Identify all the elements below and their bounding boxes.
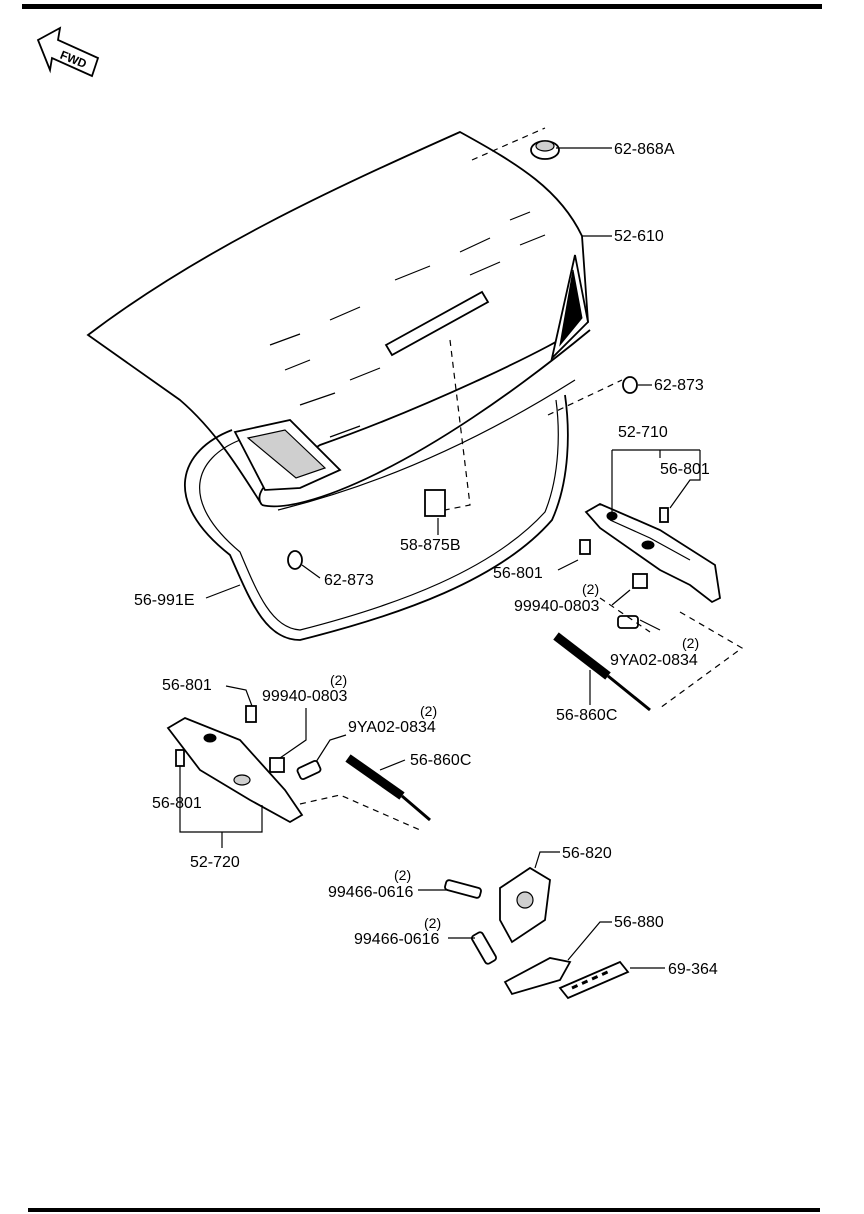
label-99466-a: 99466-0616: [328, 884, 414, 901]
qty-99940-l: (2): [330, 672, 347, 688]
latch-56-820[interactable]: [499, 866, 551, 944]
label-62-868A: 62-868A: [614, 141, 675, 158]
bolt-9YA02-r[interactable]: [617, 615, 639, 629]
label-56-880: 56-880: [614, 914, 664, 931]
label-99940-r: 99940-0803: [514, 598, 600, 615]
label-56-801-r1: 56-801: [660, 461, 710, 478]
hinge-52-720[interactable]: [166, 717, 304, 824]
bolt-56-801-l2[interactable]: [175, 749, 185, 767]
label-99466-b: 99466-0616: [354, 931, 440, 948]
weatherstrip[interactable]: [184, 394, 569, 641]
fwd-arrow-icon: FWD: [36, 26, 100, 78]
label-56-801-l2: 56-801: [152, 795, 202, 812]
label-52-610: 52-610: [614, 228, 664, 245]
label-56-801-l1: 56-801: [162, 677, 212, 694]
label-62-873-right: 62-873: [654, 377, 704, 394]
label-99940-l: 99940-0803: [262, 688, 348, 705]
qty-9YA02-r: (2): [682, 635, 699, 651]
label-58-875B: 58-875B: [400, 537, 461, 554]
label-56-801-r2: 56-801: [493, 565, 543, 582]
nut-99940-r[interactable]: [632, 573, 648, 589]
hinge-52-710[interactable]: [584, 502, 721, 604]
bolt-56-801-l1[interactable]: [245, 705, 257, 723]
strut-56-860C-r[interactable]: [553, 632, 651, 712]
label-52-720: 52-720: [190, 854, 240, 871]
bumper-62-873-right[interactable]: [622, 376, 638, 394]
label-9YA02-l: 9YA02-0834: [348, 719, 436, 736]
qty-99466-a: (2): [394, 867, 411, 883]
bolt-56-801-r1[interactable]: [659, 507, 669, 523]
label-62-873-left: 62-873: [324, 572, 374, 589]
bolt-99466-b[interactable]: [471, 931, 497, 965]
label-56-820: 56-820: [562, 845, 612, 862]
label-52-710: 52-710: [618, 424, 668, 441]
bolt-56-801-r2[interactable]: [579, 539, 591, 555]
top-border-rule: [22, 4, 822, 9]
qty-99466-b: (2): [424, 915, 441, 931]
strut-56-860C-l[interactable]: [345, 754, 431, 822]
handle-69-364[interactable]: [558, 960, 630, 1000]
lock-56-880[interactable]: [503, 957, 572, 996]
label-69-364: 69-364: [668, 961, 718, 978]
lamp-58-875B[interactable]: [424, 489, 446, 517]
bottom-border-rule: [28, 1208, 820, 1212]
nut-99940-l[interactable]: [269, 757, 285, 773]
trunk-lid[interactable]: [86, 130, 591, 511]
label-56-860C-l: 56-860C: [410, 752, 471, 769]
label-56-860C-r: 56-860C: [556, 707, 617, 724]
cap-62-868A[interactable]: [530, 140, 560, 160]
bolt-9YA02-l[interactable]: [296, 760, 322, 780]
leader-lines: [179, 147, 701, 969]
qty-9YA02-l: (2): [420, 703, 437, 719]
label-56-991E: 56-991E: [134, 592, 195, 609]
bolt-99466-a[interactable]: [444, 879, 482, 899]
qty-99940-r: (2): [582, 581, 599, 597]
bumper-62-873-left[interactable]: [287, 550, 303, 570]
label-9YA02-r: 9YA02-0834: [610, 652, 698, 669]
